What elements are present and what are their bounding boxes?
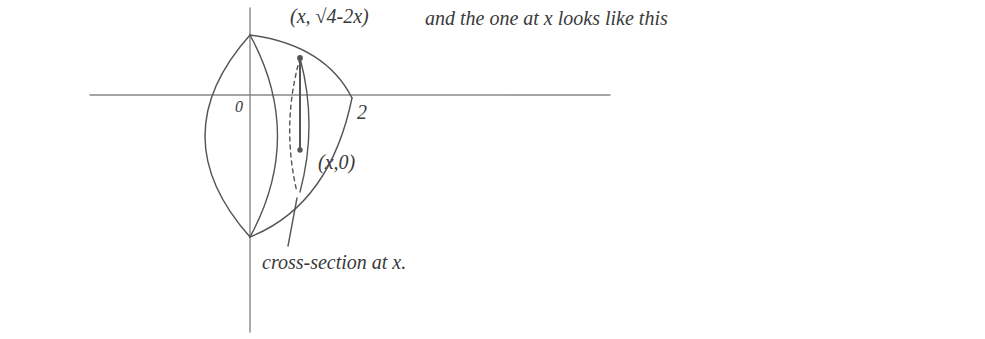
callout-text: cross-section at x. (262, 250, 406, 275)
section-height (299, 58, 301, 150)
origin-label: 0 (235, 97, 243, 117)
section-foot-point (298, 148, 302, 152)
tick-label: 2 (357, 100, 367, 125)
y-axis (249, 8, 250, 332)
section-hidden-edge (290, 58, 300, 192)
base-right-arc (250, 35, 278, 237)
point-label: (x,0) (318, 150, 355, 175)
point-label: (x, √4-2x) (290, 4, 369, 29)
section-front-edge (300, 58, 309, 192)
base-left-arc (205, 35, 250, 237)
leader-line (288, 198, 297, 246)
note-text: and the one at x looks like this (425, 6, 675, 31)
